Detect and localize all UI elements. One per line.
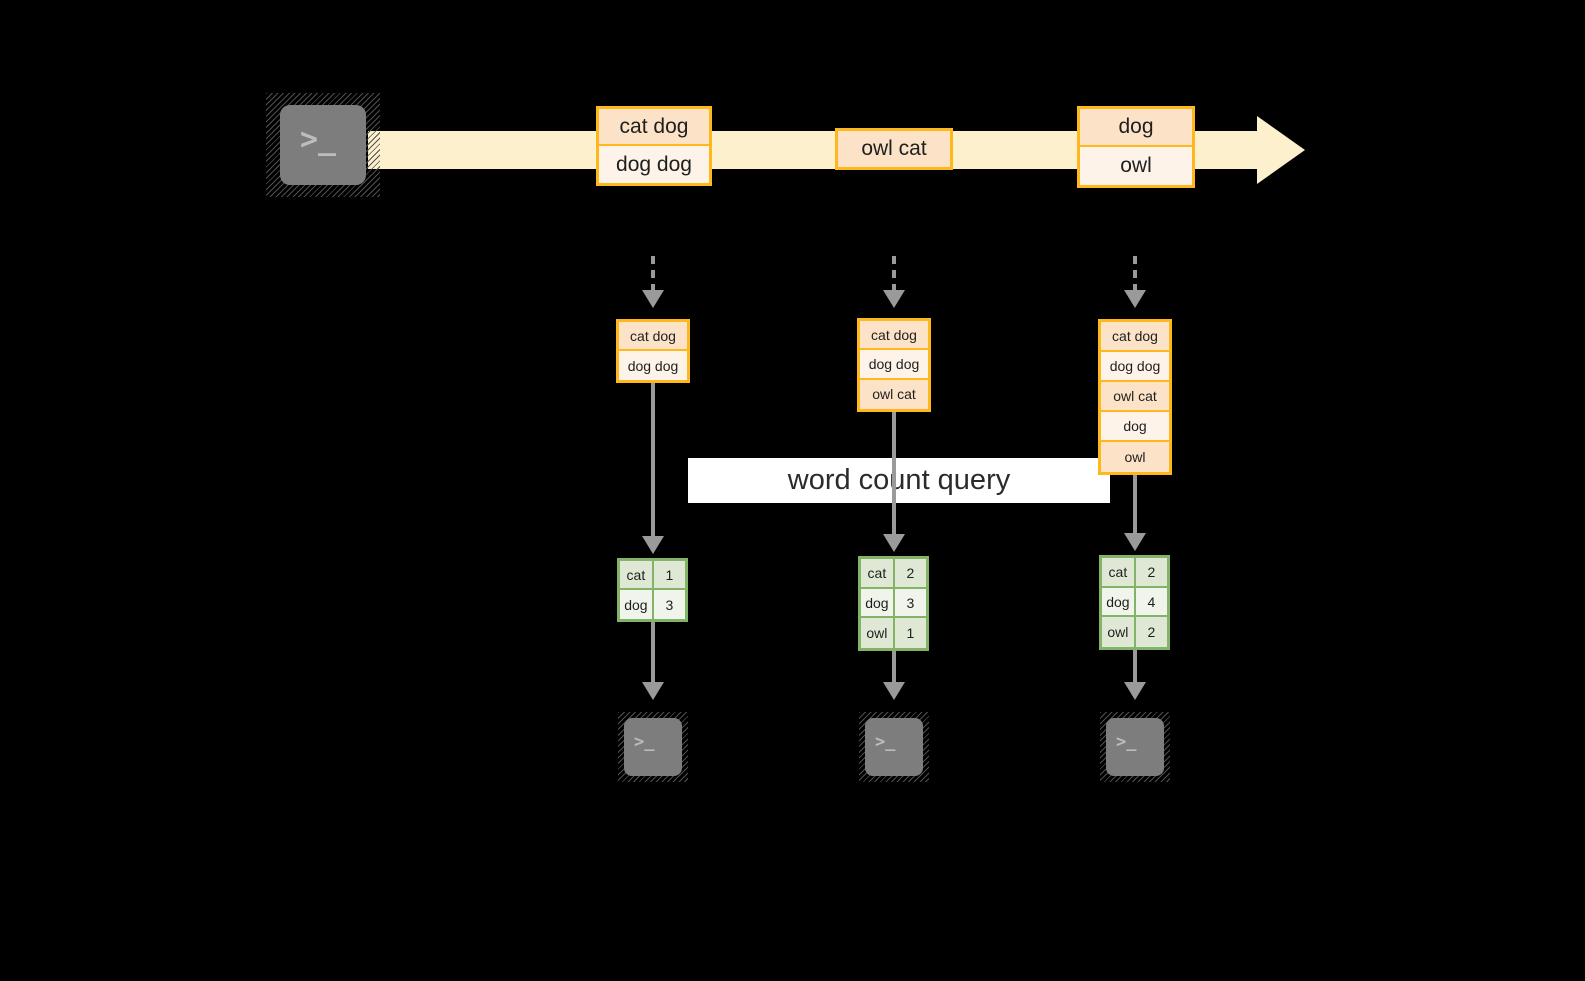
snapshot-3-query-arrowhead <box>1124 533 1146 551</box>
snapshot-2-result-table: cat 2 dog 3 owl 1 <box>858 556 929 651</box>
terminal-prompt-glyph: >_ <box>300 122 337 157</box>
snapshot-2-input-row: dog dog <box>860 350 928 380</box>
terminal-body <box>280 105 366 185</box>
result-count: 1 <box>894 618 926 648</box>
snapshot-3-input-row: dog dog <box>1101 352 1169 382</box>
stream-record: owl cat <box>838 131 950 167</box>
snapshot-2-sink-arrowhead <box>883 682 905 700</box>
result-key: dog <box>861 588 895 617</box>
terminal-prompt-glyph: >_ <box>634 732 655 752</box>
snapshot-1-query-arrowhead <box>642 536 664 554</box>
snapshot-3-result-table: cat 2 dog 4 owl 2 <box>1099 555 1170 650</box>
result-row: owl 1 <box>861 618 926 648</box>
stream-record: owl <box>1080 147 1192 185</box>
result-key: cat <box>620 561 654 588</box>
result-key: cat <box>861 559 895 587</box>
snapshot-1-input-row: cat dog <box>619 322 687 351</box>
result-count: 1 <box>653 561 685 588</box>
result-count: 2 <box>1135 617 1167 647</box>
snapshot-2-query-arrowhead <box>883 534 905 552</box>
result-count: 2 <box>894 559 926 587</box>
stream-arrow-head <box>1257 116 1305 184</box>
snapshot-1-sink-connector <box>651 622 655 684</box>
snapshot-2-dashed-connector <box>892 256 896 292</box>
snapshot-2-sink-terminal-icon[interactable]: >_ <box>859 712 929 782</box>
snapshot-1-dashed-arrowhead <box>642 290 664 308</box>
snapshot-2-dashed-arrowhead <box>883 290 905 308</box>
result-count: 2 <box>1135 558 1167 586</box>
result-row: cat 2 <box>1102 558 1167 588</box>
result-count: 3 <box>894 588 926 617</box>
snapshot-2-query-connector <box>892 412 896 536</box>
source-terminal-icon[interactable]: >_ <box>266 93 380 197</box>
result-count: 3 <box>653 590 685 619</box>
stream-group-1: cat dog dog dog <box>596 106 712 186</box>
snapshot-3-input-stack: cat dog dog dog owl cat dog owl <box>1098 319 1172 475</box>
result-key: cat <box>1102 558 1136 586</box>
stream-group-3: dog owl <box>1077 106 1195 188</box>
snapshot-1-query-connector <box>651 383 655 538</box>
snapshot-3-sink-terminal-icon[interactable]: >_ <box>1100 712 1170 782</box>
snapshot-1-sink-arrowhead <box>642 682 664 700</box>
result-key: dog <box>620 590 654 619</box>
result-row: cat 1 <box>620 561 685 590</box>
snapshot-3-query-connector <box>1133 475 1137 535</box>
snapshot-1-input-stack: cat dog dog dog <box>616 319 690 383</box>
query-banner-label: word count query <box>787 464 1011 496</box>
stream-group-2: owl cat <box>835 128 953 170</box>
result-key: owl <box>861 618 895 648</box>
stream-record: cat dog <box>599 109 709 146</box>
terminal-prompt-glyph: >_ <box>875 732 896 752</box>
terminal-body <box>865 718 923 776</box>
snapshot-1-sink-terminal-icon[interactable]: >_ <box>618 712 688 782</box>
result-row: cat 2 <box>861 559 926 589</box>
snapshot-3-dashed-connector <box>1133 256 1137 292</box>
snapshot-3-sink-connector <box>1133 650 1137 684</box>
result-key: dog <box>1102 587 1136 616</box>
snapshot-1-result-table: cat 1 dog 3 <box>617 558 688 622</box>
snapshot-2-sink-connector <box>892 651 896 684</box>
result-row: dog 4 <box>1102 587 1167 618</box>
snapshot-2-input-row: owl cat <box>860 379 928 409</box>
result-row: owl 2 <box>1102 617 1167 647</box>
stream-record: dog <box>1080 109 1192 147</box>
terminal-body <box>1106 718 1164 776</box>
snapshot-3-sink-arrowhead <box>1124 682 1146 700</box>
snapshot-3-dashed-arrowhead <box>1124 290 1146 308</box>
snapshot-3-input-row: owl <box>1101 442 1169 472</box>
result-row: dog 3 <box>620 590 685 619</box>
result-count: 4 <box>1135 587 1167 616</box>
snapshot-3-input-row: dog <box>1101 412 1169 442</box>
snapshot-1-dashed-connector <box>651 256 655 292</box>
snapshot-2-input-stack: cat dog dog dog owl cat <box>857 318 931 412</box>
snapshot-1-input-row: dog dog <box>619 351 687 380</box>
stream-record: dog dog <box>599 146 709 183</box>
terminal-body <box>624 718 682 776</box>
snapshot-3-input-row: owl cat <box>1101 382 1169 412</box>
result-key: owl <box>1102 617 1136 647</box>
snapshot-2-input-row: cat dog <box>860 321 928 351</box>
snapshot-3-input-row: cat dog <box>1101 322 1169 352</box>
query-banner: word count query <box>688 458 1110 503</box>
result-row: dog 3 <box>861 588 926 619</box>
terminal-prompt-glyph: >_ <box>1116 732 1137 752</box>
